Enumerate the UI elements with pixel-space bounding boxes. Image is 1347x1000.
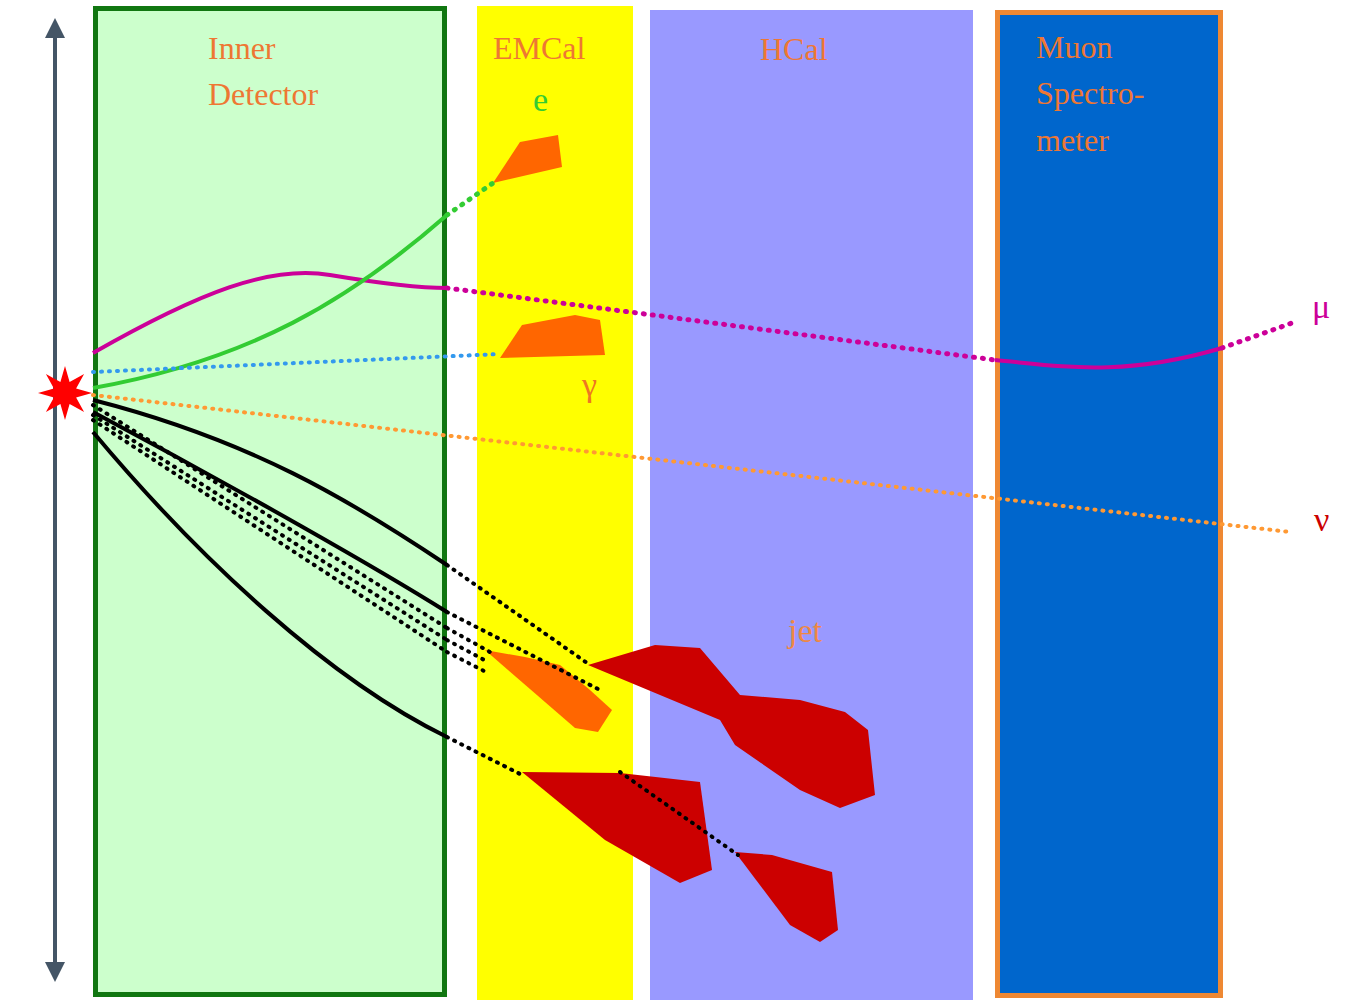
- layer-name: Muon Spectro- meter: [1036, 24, 1186, 163]
- particle-label: e: [533, 83, 548, 117]
- hadron-shower: [522, 772, 712, 883]
- em-shower: [500, 315, 605, 358]
- detector-layer: Muon Spectro- meter: [995, 10, 1223, 998]
- beam-axis: [53, 22, 57, 978]
- photon-track: [93, 354, 500, 372]
- layer-name: HCal: [760, 26, 910, 72]
- electron-track: [93, 215, 447, 388]
- layer-name: Inner Detector: [208, 25, 388, 118]
- detector-layer: Inner Detector: [93, 6, 447, 997]
- neutral-jet-tracks: [93, 405, 738, 855]
- muon-track: [93, 273, 447, 353]
- muon-track: [1222, 323, 1292, 348]
- hadron-shower: [735, 852, 838, 942]
- collision-point: [38, 366, 92, 420]
- muon-track: [995, 348, 1222, 368]
- particle-label: γ: [582, 368, 597, 402]
- particle-label: ν: [1314, 503, 1329, 537]
- particle-label: μ: [1312, 290, 1330, 324]
- electron-track: [447, 183, 493, 215]
- em-shower: [493, 135, 562, 183]
- muon-track: [447, 288, 995, 360]
- particle-label: jet: [788, 614, 822, 648]
- jet-tracks: [93, 400, 447, 737]
- layer-name: EMCal: [493, 25, 623, 71]
